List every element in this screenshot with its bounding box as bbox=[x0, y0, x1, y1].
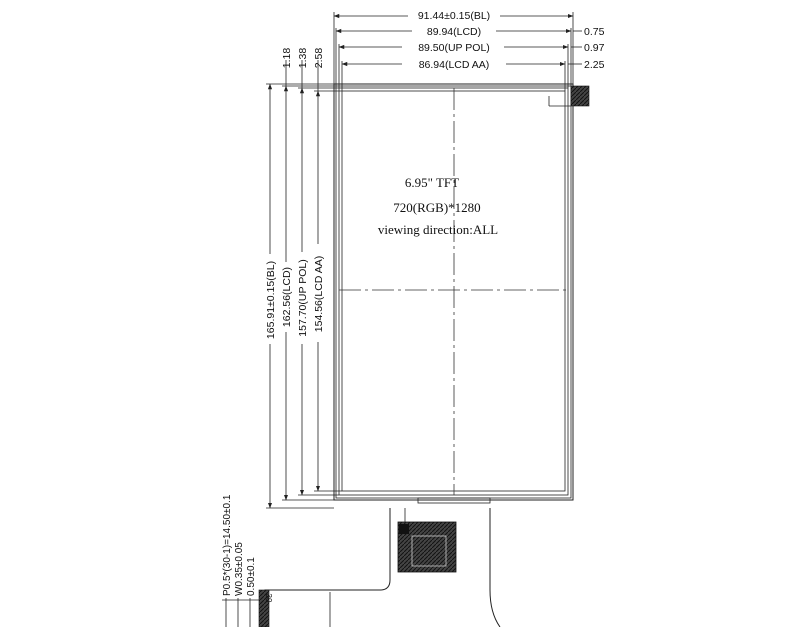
connector-pad bbox=[399, 524, 409, 534]
lcd-outline bbox=[335, 85, 572, 499]
pin-count-label: 30 bbox=[264, 594, 273, 603]
offset-097-label: 0.97 bbox=[584, 42, 605, 54]
viewing-direction-label: viewing direction:ALL bbox=[378, 222, 498, 237]
panel-resolution-label: 720(RGB)*1280 bbox=[393, 200, 480, 215]
top-dimensions: 91.44±0.15(BL) 89.94(LCD) 89.50(UP POL) … bbox=[333, 8, 605, 91]
fpc-dimensions: P0.5*(30-1)=14.50±0.1 W0.35±0.05 0.50±0.… bbox=[222, 494, 273, 627]
height-lcd-label: 162.56(LCD) bbox=[281, 267, 293, 327]
width-lcd-label: 89.94(LCD) bbox=[427, 26, 481, 38]
fpc-contacts bbox=[258, 589, 270, 627]
width-w-label: W0.35±0.05 bbox=[234, 542, 245, 596]
height-up-pol-label: 157.70(UP POL) bbox=[297, 259, 309, 336]
offset-075-label: 0.75 bbox=[584, 26, 605, 38]
width-bl-label: 91.44±0.15(BL) bbox=[418, 10, 490, 22]
panel-size-label: 6.95" TFT bbox=[405, 175, 459, 190]
pitch-label: P0.5*(30-1)=14.50±0.1 bbox=[222, 494, 233, 596]
panel-outline-group bbox=[333, 83, 574, 504]
offset-138-label: 1.38 bbox=[297, 48, 309, 69]
offset-258-label: 2.58 bbox=[313, 48, 325, 69]
offset-118-label: 1.18 bbox=[281, 48, 293, 69]
corner-hatch-block bbox=[570, 85, 590, 107]
width-up-pol-label: 89.50(UP POL) bbox=[418, 42, 490, 54]
up-pol-outline bbox=[338, 87, 569, 496]
backlight-outline bbox=[333, 83, 574, 501]
fpc-notch bbox=[417, 497, 491, 504]
ic-chip-inner bbox=[411, 535, 447, 567]
pad-label: 0.50±0.1 bbox=[246, 557, 257, 596]
fpc-cable bbox=[258, 508, 501, 627]
width-lcd-aa-label: 86.94(LCD AA) bbox=[419, 59, 490, 71]
offset-225-label: 2.25 bbox=[584, 59, 605, 71]
height-bl-label: 165.91±0.15(BL) bbox=[265, 261, 277, 339]
left-dimensions: 165.91±0.15(BL) 162.56(LCD) 157.70(UP PO… bbox=[263, 48, 342, 509]
lcd-aa-outline bbox=[341, 90, 566, 492]
height-lcd-aa-label: 154.56(LCD AA) bbox=[313, 256, 325, 332]
